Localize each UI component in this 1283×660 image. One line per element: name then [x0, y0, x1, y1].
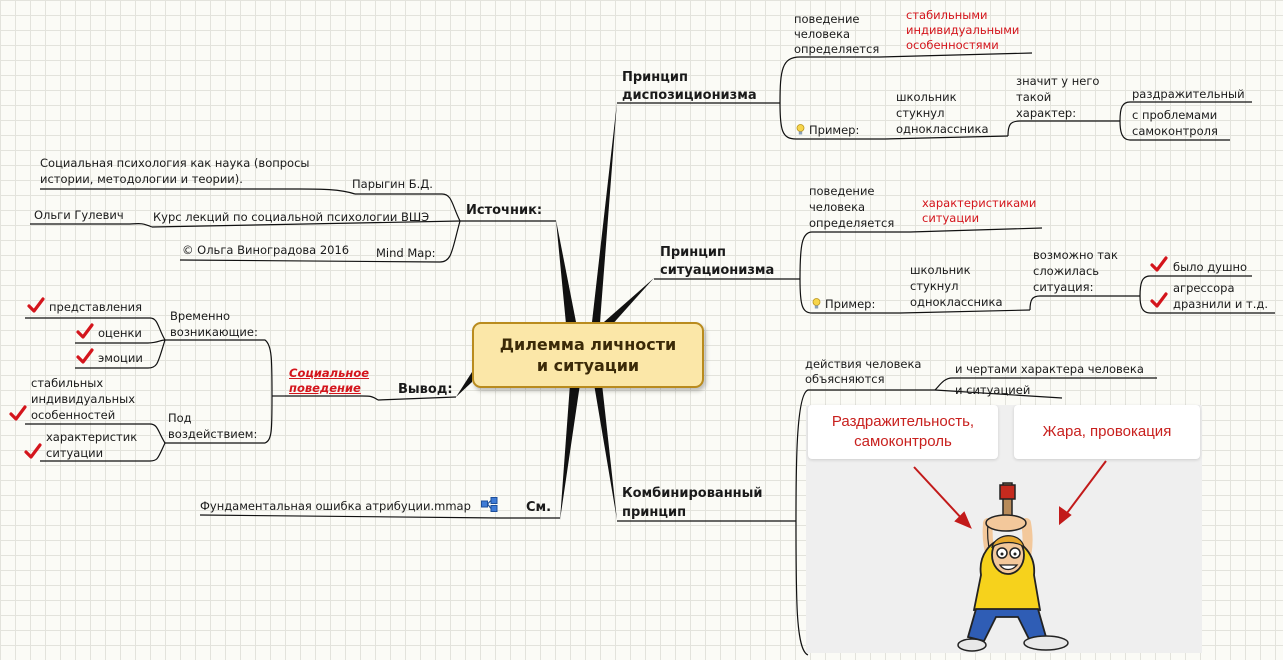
sit-example-label: Пример:	[825, 297, 876, 311]
checkmark-icon	[1150, 292, 1168, 308]
conclusion-char-2: ситуации	[46, 446, 104, 460]
disp-means-2: такой	[1016, 90, 1052, 104]
conclusion-representations: представления	[49, 300, 143, 314]
source-book-2: истории, методологии и теории).	[40, 172, 243, 186]
sit-behavior-2: человека	[809, 200, 866, 214]
sit-stuffy: было душно	[1173, 260, 1248, 274]
disp-example-label: Пример:	[809, 123, 860, 137]
conclusion-temporary-2: возникающие:	[170, 325, 258, 339]
checkmark-icon	[27, 297, 45, 313]
disp-behavior-2: человека	[794, 27, 851, 41]
spoke-situationism	[604, 278, 654, 327]
source-gulevich: Ольги Гулевич	[34, 208, 124, 222]
source-course: Курс лекций по социальной психологии ВШЭ	[153, 210, 430, 224]
disp-pupil-3: одноклассника	[896, 122, 989, 136]
conclusion-emotions: эмоции	[98, 351, 143, 365]
disp-stable-2: индивидуальными	[906, 23, 1020, 37]
sit-pupil-2: стукнул	[910, 279, 959, 293]
sit-aggressor-1: агрессора	[1173, 281, 1235, 295]
conclusion-influence-2: воздействием:	[168, 427, 258, 441]
checkmark-icon	[24, 443, 42, 459]
sit-maybe-3: ситуация:	[1033, 280, 1094, 294]
conclusion-social-1[interactable]: Социальное	[289, 366, 370, 380]
comb-traits: и чертами характера человека	[955, 362, 1144, 376]
see-also-file-link[interactable]: Фундаментальная ошибка атрибуции.mmap	[200, 499, 471, 513]
checkmark-icon	[76, 323, 94, 339]
source-mindmap: Mind Map:	[376, 246, 436, 260]
spoke-source	[556, 220, 576, 324]
spoke-combined	[594, 384, 617, 520]
source-book-1: Социальная психология как наука (вопросы	[40, 156, 310, 170]
sit-situation-2: ситуации	[922, 211, 980, 225]
combined-title-2[interactable]: принцип	[622, 505, 687, 520]
disp-behavior-1: поведение	[794, 12, 860, 26]
disp-self-control-1: с проблемами	[1132, 108, 1218, 122]
conclusion-evaluations: оценки	[98, 326, 142, 340]
conclusion-temporary-1: Временно	[170, 309, 231, 323]
conclusion-title[interactable]: Вывод:	[398, 382, 453, 397]
lightbulb-icon	[812, 298, 821, 309]
spoke-conclusion	[456, 372, 472, 397]
map-link-icon[interactable]	[481, 497, 498, 512]
central-topic[interactable]: Дилемма личности и ситуации	[472, 322, 704, 388]
lightbulb-icon	[796, 124, 805, 135]
see-also-title[interactable]: См.	[526, 500, 552, 515]
checkmark-icon	[9, 405, 27, 421]
sit-maybe-1: возможно так	[1033, 248, 1118, 262]
sit-situation-1: характеристиками	[922, 196, 1037, 210]
comb-actions-1: действия человека	[805, 357, 922, 371]
sit-example: Пример:	[812, 297, 875, 312]
sit-pupil-1: школьник	[910, 263, 971, 277]
checkmark-icon	[76, 348, 94, 364]
dispositionism-title-1[interactable]: Принцип	[622, 70, 689, 85]
illustration-panel: Раздражительность, самоконтроль Жара, пр…	[806, 405, 1202, 653]
conclusion-stable-1: стабильных	[31, 376, 104, 390]
comb-actions-2: объясняются	[805, 372, 885, 386]
angry-man-illustration	[913, 460, 1107, 652]
disp-pupil-2: стукнул	[896, 106, 945, 120]
sit-behavior-1: поведение	[809, 184, 875, 198]
conclusion-stable-2: индивидуальных	[31, 392, 136, 406]
comb-situation: и ситуацией	[955, 383, 1031, 397]
conclusion-stable-3: особенностей	[31, 408, 116, 422]
disp-stable-1: стабильными	[906, 8, 988, 22]
disp-example: Пример:	[796, 123, 859, 138]
disp-means-1: значит у него	[1016, 74, 1100, 88]
conclusion-char-1: характеристик	[46, 430, 138, 444]
dispositionism-title-2[interactable]: диспозиционизма	[622, 88, 757, 103]
disp-self-control-2: самоконтроля	[1132, 124, 1218, 138]
spoke-dispositionism	[592, 102, 617, 322]
disp-stable-3: особенностями	[906, 38, 999, 52]
sit-aggressor-2: дразнили и т.д.	[1173, 297, 1268, 311]
card-situation: Жара, провокация	[1014, 405, 1200, 459]
card-traits: Раздражительность, самоконтроль	[808, 405, 998, 459]
sit-maybe-2: сложилась	[1033, 264, 1100, 278]
disp-behavior-3: определяется	[794, 42, 880, 56]
source-copyright: © Ольга Виноградова 2016	[182, 243, 350, 257]
conclusion-social-2[interactable]: поведение	[289, 381, 361, 395]
sit-behavior-3: определяется	[809, 216, 895, 230]
disp-pupil-1: школьник	[896, 90, 957, 104]
conclusion-influence-1: Под	[168, 411, 192, 425]
source-parygin: Парыгин Б.Д.	[352, 177, 433, 191]
disp-irritable: раздражительный	[1132, 87, 1245, 101]
disp-means-3: характер:	[1016, 106, 1077, 120]
situationism-title-2[interactable]: ситуационизма	[660, 263, 775, 278]
checkmark-icon	[1150, 256, 1168, 272]
spoke-see-also	[560, 384, 580, 520]
source-title[interactable]: Источник:	[466, 203, 543, 218]
situationism-title-1[interactable]: Принцип	[660, 245, 727, 260]
sit-pupil-3: одноклассника	[910, 295, 1003, 309]
combined-title-1[interactable]: Комбинированный	[622, 486, 763, 501]
